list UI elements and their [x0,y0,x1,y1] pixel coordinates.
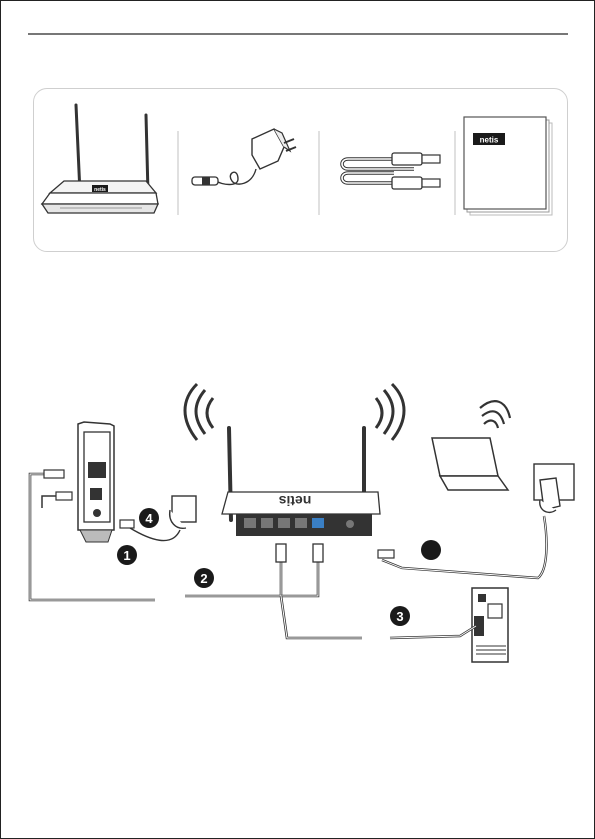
router-badge: netis [94,187,106,193]
power-adapter-icon [182,89,318,251]
divider [454,131,456,215]
step-badge-4: 4 [139,508,159,528]
svg-text:2: 2 [200,571,207,586]
manual-brand: netis [480,136,499,145]
package-item-ethernet-cable [324,89,454,251]
router-brand: netis [278,493,311,509]
package-item-router: netis [34,89,174,251]
package-contents: netis [33,88,568,252]
svg-text:4: 4 [145,511,153,526]
wifi-waves-icon [185,384,404,440]
divider [318,131,320,215]
top-rule [28,33,568,35]
step-badge-1: 1 [117,545,137,565]
manual-icon: netis [459,89,565,251]
router-rear-icon: netis [222,428,380,536]
router-icon: netis [34,89,174,251]
modem-icon [78,422,114,542]
laptop-icon [432,438,508,490]
svg-text:1: 1 [123,548,130,563]
package-item-power-adapter [182,89,318,251]
svg-text:3: 3 [396,609,403,624]
step-badge-3: 3 [390,606,410,626]
divider [177,131,179,215]
connection-diagram: netis [0,380,595,680]
package-item-quick-guide: netis [459,89,565,251]
desktop-pc-icon [472,588,508,662]
step-badge-2: 2 [194,568,214,588]
laptop-wifi-icon [480,401,510,428]
router-power-adapter-icon [534,464,574,512]
step-badge-5 [421,540,441,560]
ethernet-cable-icon [324,89,454,251]
